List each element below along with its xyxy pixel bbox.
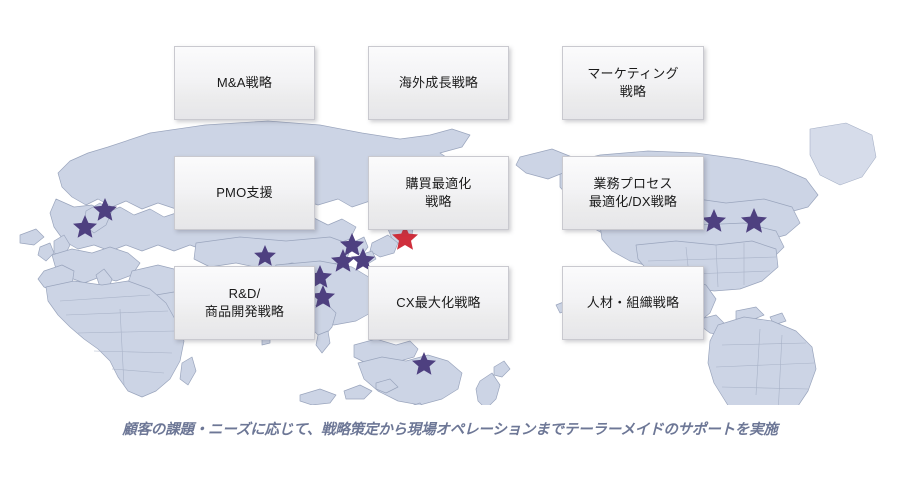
service-card-pmo-support[interactable]: PMO支援 [174, 156, 315, 230]
slide-caption: 顧客の課題・ニーズに応じて、戦略策定から現場オペレーションまでテーラーメイドのサ… [122, 422, 778, 438]
service-card-label: CX最大化戦略 [396, 295, 481, 311]
service-card-talent-organization[interactable]: 人材・組織戦略 [562, 266, 704, 340]
service-card-label: マーケティング 戦略 [587, 66, 679, 99]
service-card-overseas-growth[interactable]: 海外成長戦略 [368, 46, 509, 120]
service-card-label: R&D/ 商品開発戦略 [204, 286, 285, 319]
service-card-grid: M&A戦略 海外成長戦略 マーケティング 戦略 PMO支援 購買最適化 戦略 業… [174, 46, 704, 376]
service-card-marketing-strategy[interactable]: マーケティング 戦略 [562, 46, 704, 120]
map-region-south-america [707, 316, 817, 405]
service-card-label: 購買最適化 戦略 [405, 176, 472, 209]
service-card-business-process-dx[interactable]: 業務プロセス 最適化/DX戦略 [562, 156, 704, 230]
service-card-label: 業務プロセス 最適化/DX戦略 [588, 176, 678, 209]
service-card-label: 人材・組織戦略 [586, 295, 680, 311]
marker-us-east-icon [741, 208, 767, 233]
service-card-label: PMO支援 [216, 185, 273, 201]
service-card-cx-maximization[interactable]: CX最大化戦略 [368, 266, 509, 340]
service-card-label: 海外成長戦略 [398, 75, 479, 91]
service-card-ma-strategy[interactable]: M&A戦略 [174, 46, 315, 120]
marker-france-icon [93, 198, 117, 221]
service-card-procurement-optimization[interactable]: 購買最適化 戦略 [368, 156, 509, 230]
service-card-rnd-product-development[interactable]: R&D/ 商品開発戦略 [174, 266, 315, 340]
marker-us-midwest-icon [702, 209, 726, 232]
marker-iberia-icon [73, 215, 97, 238]
service-card-label: M&A戦略 [216, 75, 273, 91]
